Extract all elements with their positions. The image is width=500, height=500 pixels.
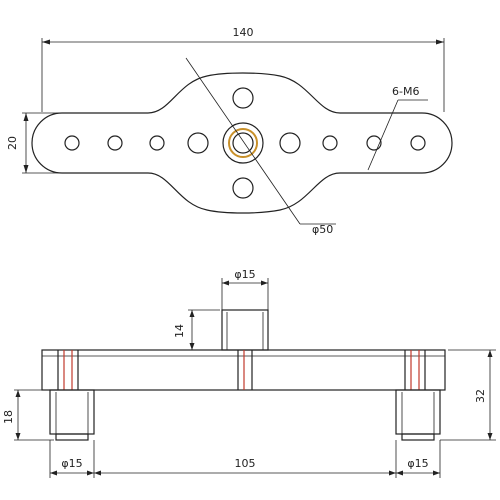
center-diameter-label: φ50 (312, 223, 333, 236)
arrow-down (23, 165, 29, 173)
total-height-label: 32 (474, 389, 487, 403)
arrow-up (189, 310, 195, 317)
arrow-left (94, 470, 101, 476)
plate-outline (31, 72, 453, 214)
foot-right-chamfer (401, 433, 435, 441)
center-ring-middle (228, 128, 258, 158)
foot-spacing-label: 105 (235, 457, 256, 470)
arrow-left (222, 280, 229, 286)
hole (322, 135, 338, 151)
right-foot-diameter-label: φ15 (407, 457, 428, 470)
hole-bottom (232, 177, 254, 199)
arrow-left (50, 470, 57, 476)
arrow-up (23, 113, 29, 121)
arrow-left (42, 39, 50, 45)
arrow-left (396, 470, 403, 476)
hole (410, 135, 426, 151)
arrow-down (189, 343, 195, 350)
front-view: φ15 14 (2, 268, 496, 478)
arrow-up (15, 390, 21, 397)
hole-callout-label: 6-M6 (392, 85, 419, 98)
arrow-right (389, 470, 396, 476)
hole-large (279, 132, 301, 154)
dimension-height-label: 20 (6, 136, 19, 150)
boss-diameter-label: φ15 (234, 268, 255, 281)
leader-hole-callout (367, 99, 399, 171)
arrow-right (261, 280, 268, 286)
boss (221, 309, 269, 351)
dimension-length-label: 140 (233, 26, 254, 39)
arrow-right (436, 39, 444, 45)
hole (366, 135, 382, 151)
boss-height-label: 14 (173, 324, 186, 338)
top-view: 140 20 φ50 6-M6 (6, 26, 453, 236)
left-foot-diameter-label: φ15 (61, 457, 82, 470)
hole-top (232, 87, 254, 109)
arrow-down (487, 433, 493, 440)
center-bore (232, 132, 254, 154)
hole (149, 135, 165, 151)
arrow-right (87, 470, 94, 476)
arrow-right (433, 470, 440, 476)
foot-left (49, 389, 95, 435)
foot-right (395, 389, 441, 435)
arrow-up (487, 350, 493, 357)
hole-large (187, 132, 209, 154)
hole (107, 135, 123, 151)
foot-height-label: 18 (2, 410, 15, 424)
leader-center-diameter (185, 57, 301, 225)
arrow-down (15, 433, 21, 440)
center-ring-outer (222, 122, 264, 164)
foot-left-chamfer (55, 433, 89, 441)
hole (64, 135, 80, 151)
